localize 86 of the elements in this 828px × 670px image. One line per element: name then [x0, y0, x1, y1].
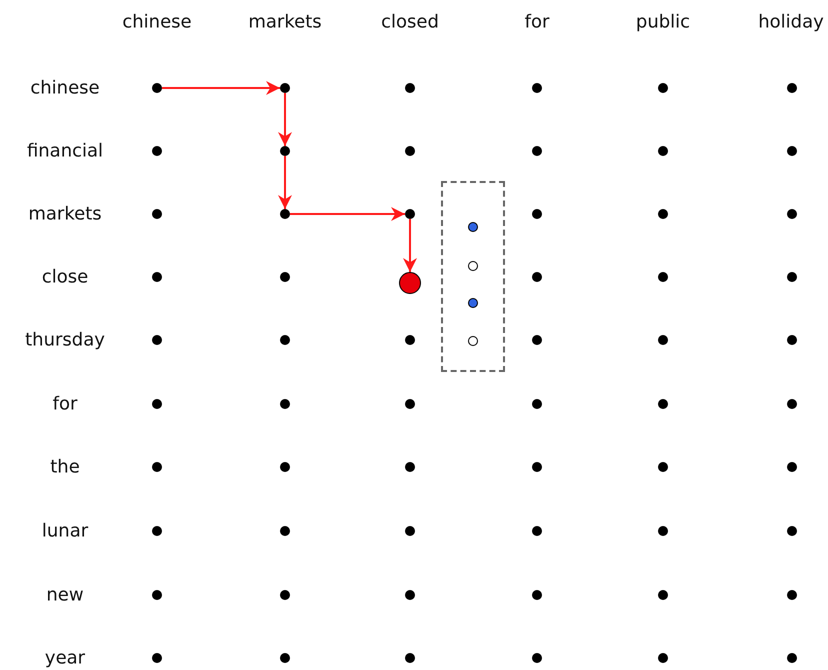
- grid-dot: [280, 335, 290, 345]
- column-word: chinese: [122, 12, 192, 32]
- grid-dot: [787, 146, 797, 156]
- grid-dot: [658, 272, 668, 282]
- row-word: chinese: [30, 78, 100, 98]
- row-word: the: [50, 456, 80, 478]
- grid-dot: [787, 335, 797, 345]
- grid-dot: [280, 399, 290, 409]
- grid-dot: [152, 653, 162, 663]
- grid-dot: [658, 209, 668, 219]
- arrow: [290, 207, 405, 221]
- grid-dot: [658, 462, 668, 472]
- grid-dot: [658, 83, 668, 93]
- dashed-frame: [441, 181, 505, 372]
- grid-dot: [532, 272, 542, 282]
- grid-dot: [787, 526, 797, 536]
- grid-dot: [280, 209, 290, 219]
- grid-dot: [152, 209, 162, 219]
- row-word: thursday: [25, 330, 105, 350]
- grid-dot: [532, 653, 542, 663]
- hollow-dot: [468, 336, 478, 346]
- grid-dot: [787, 462, 797, 472]
- column-word: holiday: [758, 12, 824, 32]
- grid-dot: [405, 590, 415, 600]
- grid-dot: [532, 399, 542, 409]
- arrow: [278, 156, 292, 209]
- grid-dot: [280, 272, 290, 282]
- grid-dot: [787, 399, 797, 409]
- grid-dot: [405, 462, 415, 472]
- row-word: for: [52, 394, 78, 414]
- highlighted-dot: [399, 272, 421, 294]
- grid-dot: [280, 83, 290, 93]
- row-word: close: [42, 266, 88, 288]
- grid-dot: [787, 272, 797, 282]
- grid-dot: [787, 83, 797, 93]
- grid-dot: [152, 462, 162, 472]
- arrow: [278, 93, 292, 146]
- grid-dot: [405, 335, 415, 345]
- column-word: closed: [381, 12, 439, 32]
- grid-dot: [280, 590, 290, 600]
- column-word: markets: [248, 12, 322, 32]
- row-word: new: [46, 584, 84, 606]
- grid-dot: [787, 209, 797, 219]
- grid-dot: [280, 653, 290, 663]
- grid-dot: [405, 83, 415, 93]
- grid-dot: [532, 590, 542, 600]
- grid-dot: [658, 399, 668, 409]
- grid-dot: [152, 272, 162, 282]
- arrow: [162, 81, 280, 95]
- arrow: [403, 219, 417, 272]
- small-dot: [468, 298, 478, 308]
- grid-dot: [405, 399, 415, 409]
- row-word: year: [44, 648, 86, 668]
- grid-dot: [280, 526, 290, 536]
- grid-dot: [405, 146, 415, 156]
- small-dot: [468, 222, 478, 232]
- grid-dot: [405, 209, 415, 219]
- column-word: public: [636, 12, 690, 32]
- grid-dot: [532, 526, 542, 536]
- row-word: markets: [28, 204, 102, 224]
- grid-dot: [532, 462, 542, 472]
- row-word: financial: [26, 140, 104, 162]
- grid-dot: [280, 146, 290, 156]
- hollow-dot: [468, 261, 478, 271]
- grid-dot: [658, 653, 668, 663]
- grid-dot: [532, 335, 542, 345]
- grid-dot: [532, 146, 542, 156]
- grid-dot: [152, 590, 162, 600]
- grid-dot: [787, 590, 797, 600]
- grid-dot: [658, 335, 668, 345]
- grid-dot: [787, 653, 797, 663]
- grid-dot: [532, 209, 542, 219]
- grid-dot: [532, 83, 542, 93]
- grid-dot: [658, 590, 668, 600]
- grid-dot: [405, 526, 415, 536]
- column-word: for: [524, 12, 550, 32]
- grid-dot: [152, 83, 162, 93]
- grid-dot: [152, 526, 162, 536]
- row-word: lunar: [42, 520, 88, 542]
- grid-dot: [152, 335, 162, 345]
- grid-dot: [152, 146, 162, 156]
- grid-dot: [152, 399, 162, 409]
- grid-dot: [658, 526, 668, 536]
- grid-dot: [280, 462, 290, 472]
- grid-dot: [405, 653, 415, 663]
- grid-dot: [658, 146, 668, 156]
